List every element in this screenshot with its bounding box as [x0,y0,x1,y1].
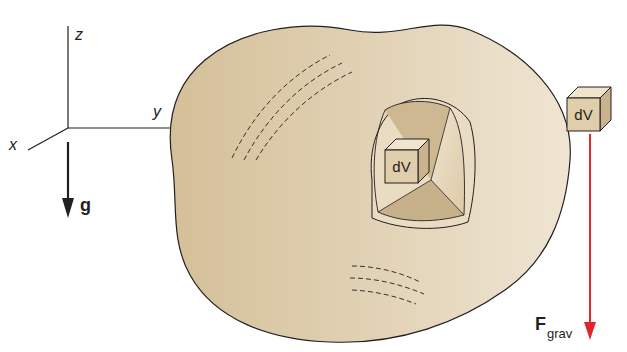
axis-label: x [9,137,17,153]
contour-lines [232,55,424,304]
axis-label: z [75,27,83,43]
force-label: F [535,315,546,333]
gravity-label: g [80,196,91,214]
gravity-arrow [62,142,74,218]
volume-element-cube: dV [384,138,430,184]
force-label: grav [547,327,572,340]
coordinate-axes [28,26,178,150]
axis-label: y [153,104,161,120]
cutaway [371,98,475,228]
volume-element-cube: dV [566,86,612,132]
force-arrow [584,134,596,340]
body-outline [170,25,570,342]
volume-label: dV [392,158,410,175]
volume-label: dV [574,106,592,123]
